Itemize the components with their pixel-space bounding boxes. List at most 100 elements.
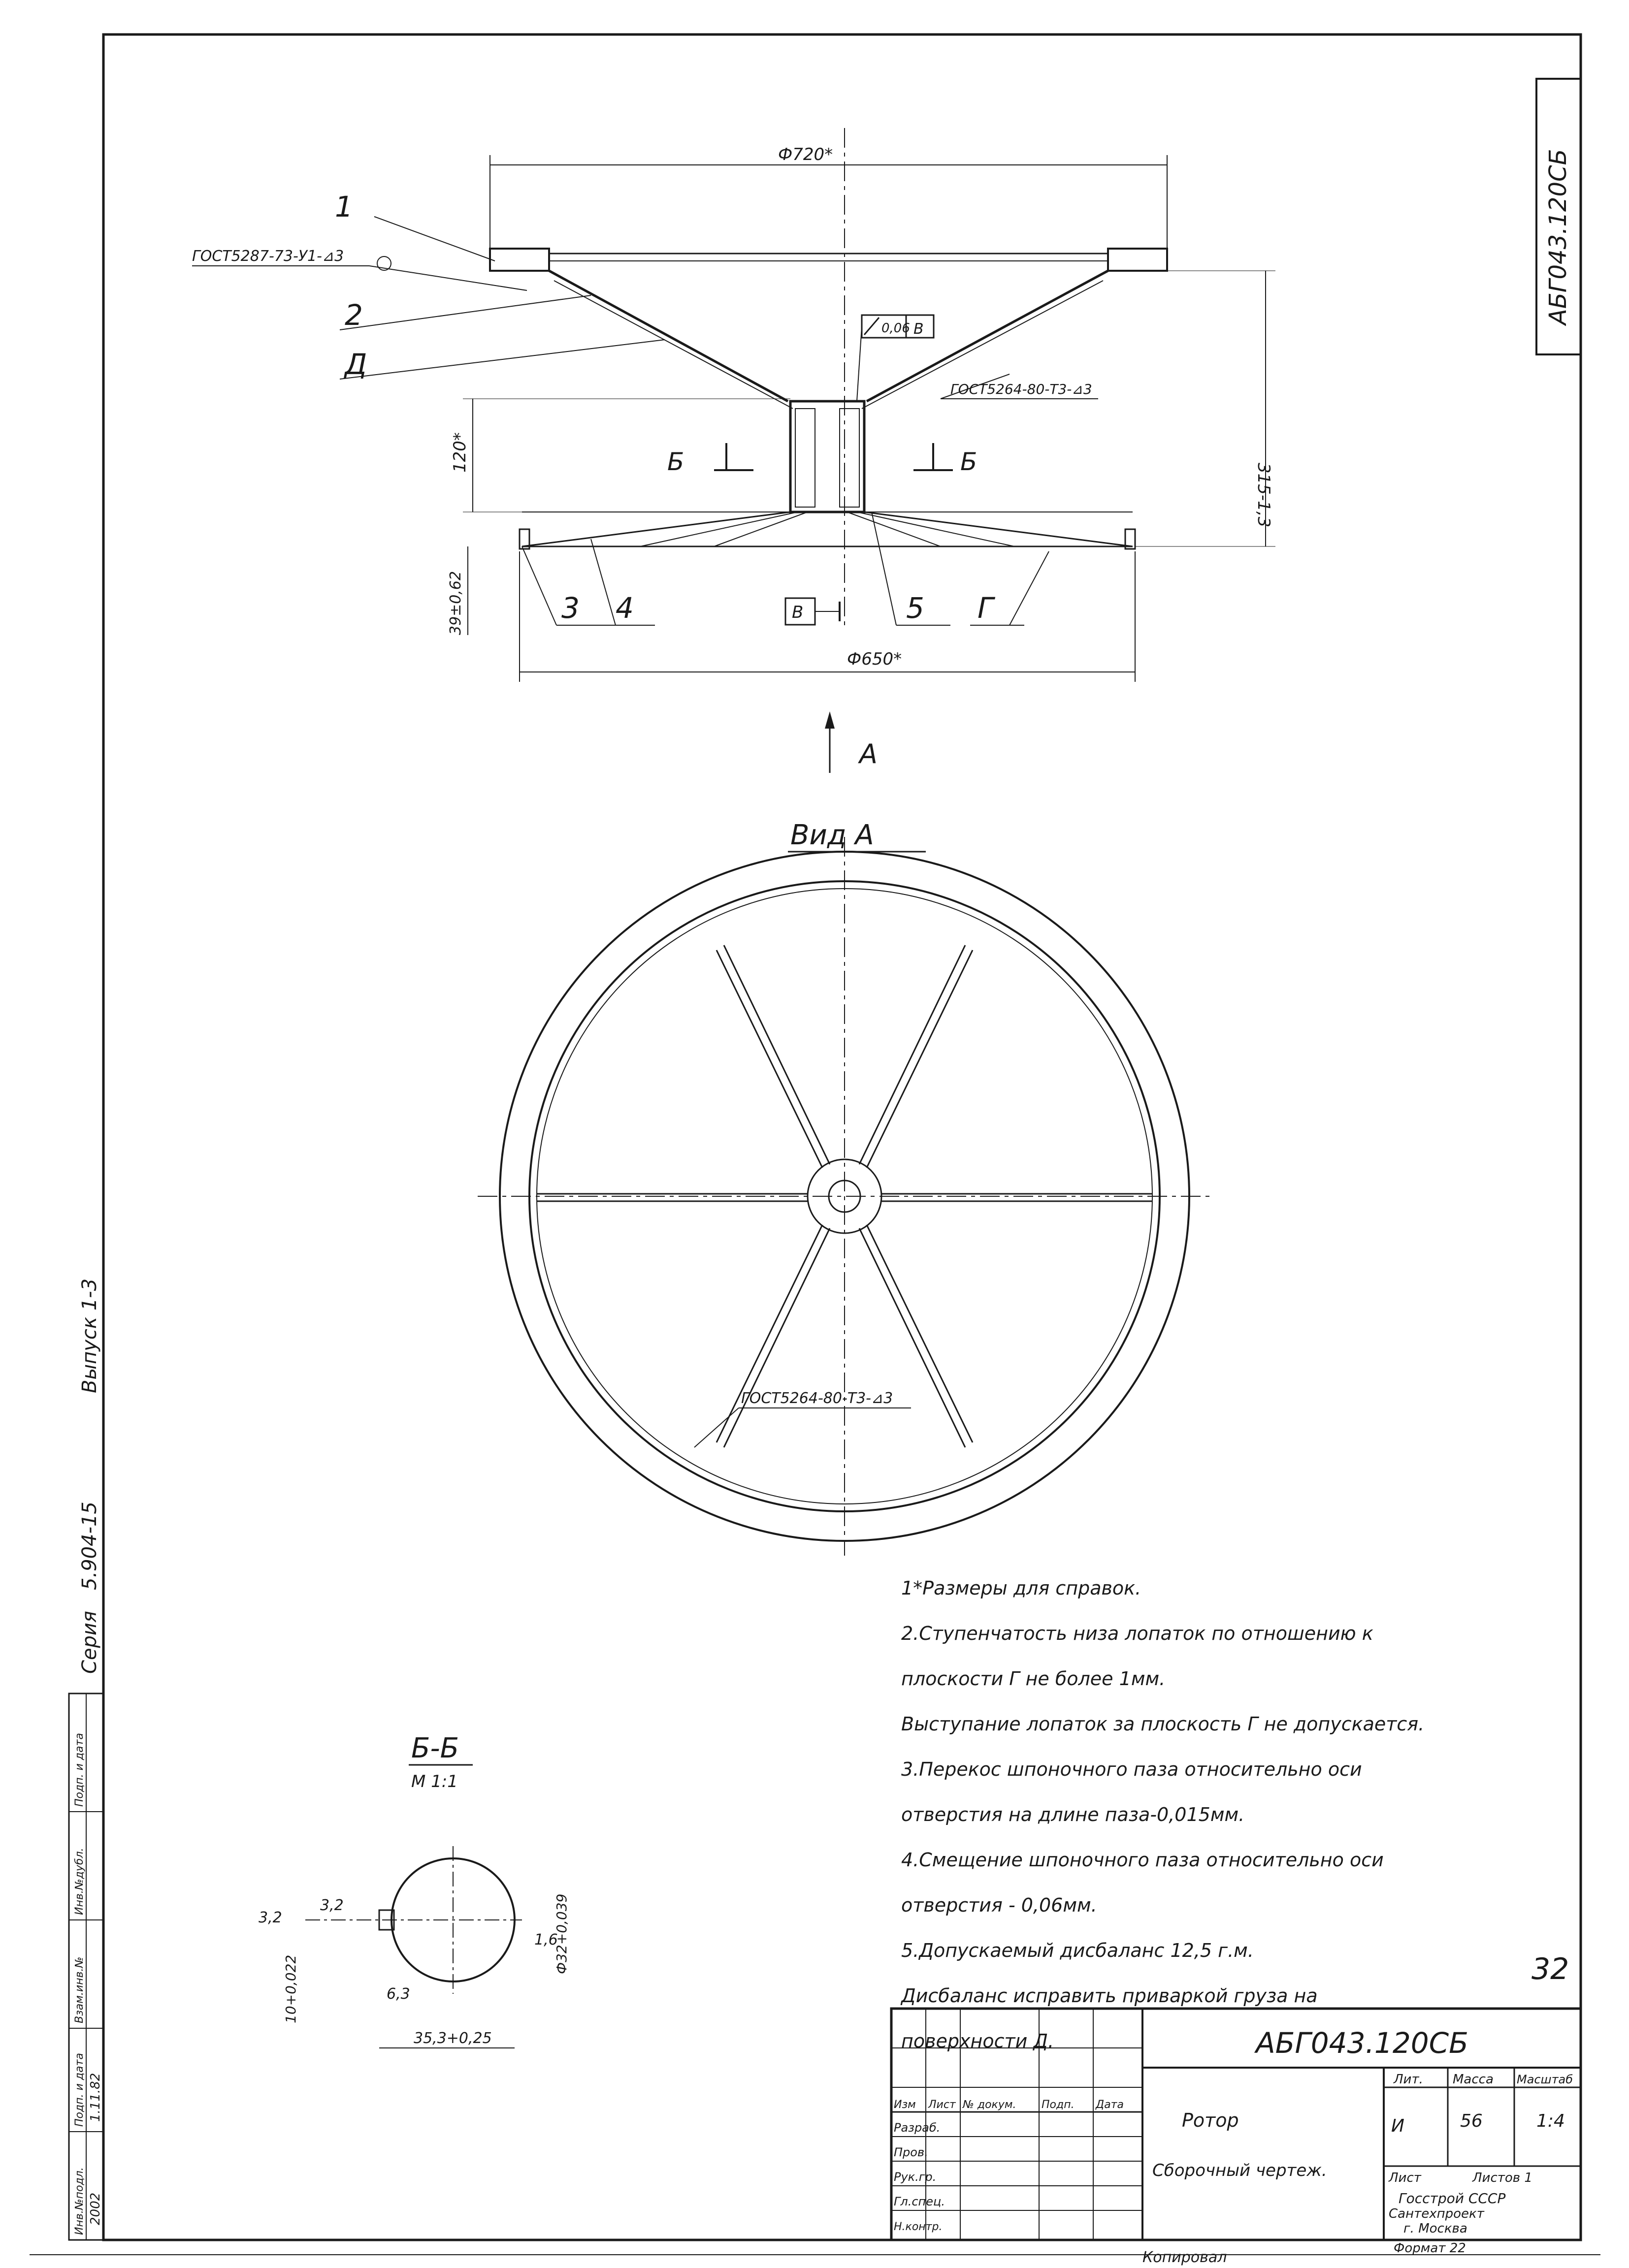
callout-d: Д (339, 339, 665, 381)
svg-text:35,3+0,25: 35,3+0,25 (414, 2030, 492, 2047)
svg-text:Госстрой СССР: Госстрой СССР (1399, 2190, 1505, 2206)
svg-text:56: 56 (1460, 2111, 1483, 2131)
cone-right (866, 269, 1109, 403)
top-ring-left (489, 248, 550, 272)
svg-text:Ф32+0,039: Ф32+0,039 (554, 1894, 570, 1974)
svg-text:Пров.: Пров. (894, 2145, 928, 2159)
hub (789, 400, 866, 513)
stamp-col-4: Инв.№дубл. (73, 1848, 86, 1915)
technical-notes: 1*Размеры для справок. 2.Ступенчатость н… (901, 1565, 1541, 2064)
svg-text:Г: Г (977, 591, 996, 625)
bottom-stamp: Копировал (1142, 2249, 1227, 2266)
designation-side: АБГ043.120СБ (1544, 149, 1572, 326)
svg-text:3,2: 3,2 (259, 1909, 282, 1926)
section-mark-left: Б (667, 447, 684, 476)
note-line: поверхности Д. (901, 2030, 1054, 2052)
note-line: 3.Перекос шпоночного паза относительно о… (901, 1758, 1362, 1780)
svg-text:Лист: Лист (1388, 2171, 1422, 2185)
svg-text:Д: Д (343, 348, 367, 381)
dim-height: 315-1,3 (1254, 463, 1273, 527)
view-a-weld-note: ГОСТ5264-80-Т3-⊿3 (741, 1390, 893, 1407)
sheet-frame (102, 33, 1582, 2241)
view-arrow-label: А (858, 738, 878, 769)
tolerance-value: 0,06 (881, 321, 910, 336)
stamp-col-5: Подп. и дата (73, 1733, 86, 1807)
svg-text:Рук.гр.: Рук.гр. (894, 2170, 936, 2184)
svg-text:2: 2 (345, 298, 363, 332)
top-ring-right (1107, 248, 1168, 272)
section-title: Б-Б (411, 1732, 459, 1764)
svg-text:И: И (1391, 2116, 1404, 2136)
weld-note-2: ГОСТ5264-80-Т3-⊿3 (950, 381, 1092, 397)
note-line: 1*Размеры для справок. (901, 1577, 1141, 1599)
svg-text:5: 5 (906, 591, 924, 625)
svg-text:Сантехпроект: Сантехпроект (1389, 2206, 1485, 2221)
svg-text:Масса: Масса (1453, 2072, 1494, 2087)
callout-g: Г (970, 551, 1049, 626)
section-scale: М 1:1 (411, 1772, 458, 1791)
svg-text:Разраб.: Разраб. (894, 2121, 940, 2135)
svg-text:№ докум.: № докум. (962, 2099, 1016, 2111)
note-line: плоскости Г не более 1мм. (901, 1668, 1166, 1690)
inner-ring (528, 880, 1161, 1512)
callout-4: 4 (590, 539, 655, 626)
note-line: 2.Ступенчатость низа лопаток по отношени… (901, 1623, 1373, 1644)
dim-top: Ф720* (778, 145, 833, 164)
svg-text:1:4: 1:4 (1536, 2111, 1565, 2131)
svg-text:Лит.: Лит. (1393, 2072, 1423, 2087)
main-view: Ф720* Ф650* 120* 315-1,3 39±0,62 ГОСТ528… (192, 128, 1275, 773)
view-a-title: Вид А (790, 819, 874, 851)
datum-b: В (792, 603, 803, 622)
title-block: Изм Лист № докум. Подп. Дата Разраб. Про… (890, 2007, 1582, 2241)
svg-text:1,6: 1,6 (534, 1931, 558, 1949)
callout-1: 1 (335, 190, 495, 261)
note-line: 4.Смещение шпоночного паза относительно … (901, 1849, 1384, 1871)
svg-text:3,2: 3,2 (320, 1897, 344, 1914)
dim-base: 39±0,62 (447, 571, 464, 635)
svg-text:Изм: Изм (894, 2099, 916, 2111)
svg-text:1: 1 (335, 190, 353, 224)
svg-text:Листов 1: Листов 1 (1472, 2171, 1532, 2185)
svg-text:4: 4 (616, 591, 634, 625)
issue-label: Выпуск 1-3 (78, 1278, 101, 1393)
title-designation: АБГ043.120СБ (1254, 2026, 1468, 2060)
note-line: отверстия - 0,06мм. (901, 1894, 1097, 1916)
svg-text:г. Москва: г. Москва (1403, 2221, 1467, 2236)
series-value: 5.904-15 (78, 1501, 101, 1590)
view-a: Вид А ГОСТ5264-80-Т3-⊿3 (478, 819, 1211, 1556)
sheet-number: 32 (1531, 1952, 1569, 1986)
note-line: Выступание лопаток за плоскость Г не доп… (901, 1713, 1425, 1735)
dim-left: 120* (450, 432, 470, 473)
svg-text:Гл.спец.: Гл.спец. (894, 2195, 945, 2208)
callout-3: 3 (521, 546, 620, 626)
svg-text:Подп.: Подп. (1042, 2099, 1075, 2111)
hub-circle (807, 1158, 882, 1234)
outer-ring (499, 851, 1190, 1542)
svg-text:6,3: 6,3 (387, 1985, 410, 2003)
svg-text:Масштаб: Масштаб (1517, 2073, 1573, 2086)
title-name: Ротор (1182, 2109, 1239, 2131)
dim-bottom: Ф650* (847, 649, 902, 669)
stamp-value-inv: 2002 (88, 2193, 103, 2225)
svg-text:10+0,022: 10+0,022 (283, 1955, 299, 2023)
section-mark-right: Б (960, 447, 977, 476)
note-line: 5.Допускаемый дисбаланс 12,5 г.м. (901, 1940, 1254, 1961)
callout-2: 2 (339, 295, 591, 332)
stamp-col-3: Взам.инв.№ (73, 1957, 86, 2023)
svg-text:3: 3 (561, 591, 580, 625)
stamp-col-1: Инв.№подл. (73, 2167, 86, 2235)
note-line: Дисбаланс исправить приваркой груза на (901, 1985, 1318, 2007)
spokes (537, 945, 1152, 1448)
tolerance-datum: В (913, 320, 924, 338)
title-doc-type: Сборочный чертеж. (1152, 2161, 1327, 2180)
stamp-col-2: Подп. и дата (73, 2053, 86, 2127)
bore (828, 1180, 861, 1213)
designation-box (1535, 78, 1582, 355)
left-stamp: Подп. и дата Инв.№дубл. Взам.инв.№ Подп.… (68, 1693, 104, 2241)
note-line: отверстия на длине паза-0,015мм. (901, 1804, 1245, 1825)
series-label: Серия (78, 1611, 101, 1674)
svg-text:Лист: Лист (928, 2099, 956, 2111)
stamp-value-date: 1.11.82 (88, 2073, 103, 2122)
weld-note-1: ГОСТ5287-73-У1-⊿3 (192, 248, 344, 265)
